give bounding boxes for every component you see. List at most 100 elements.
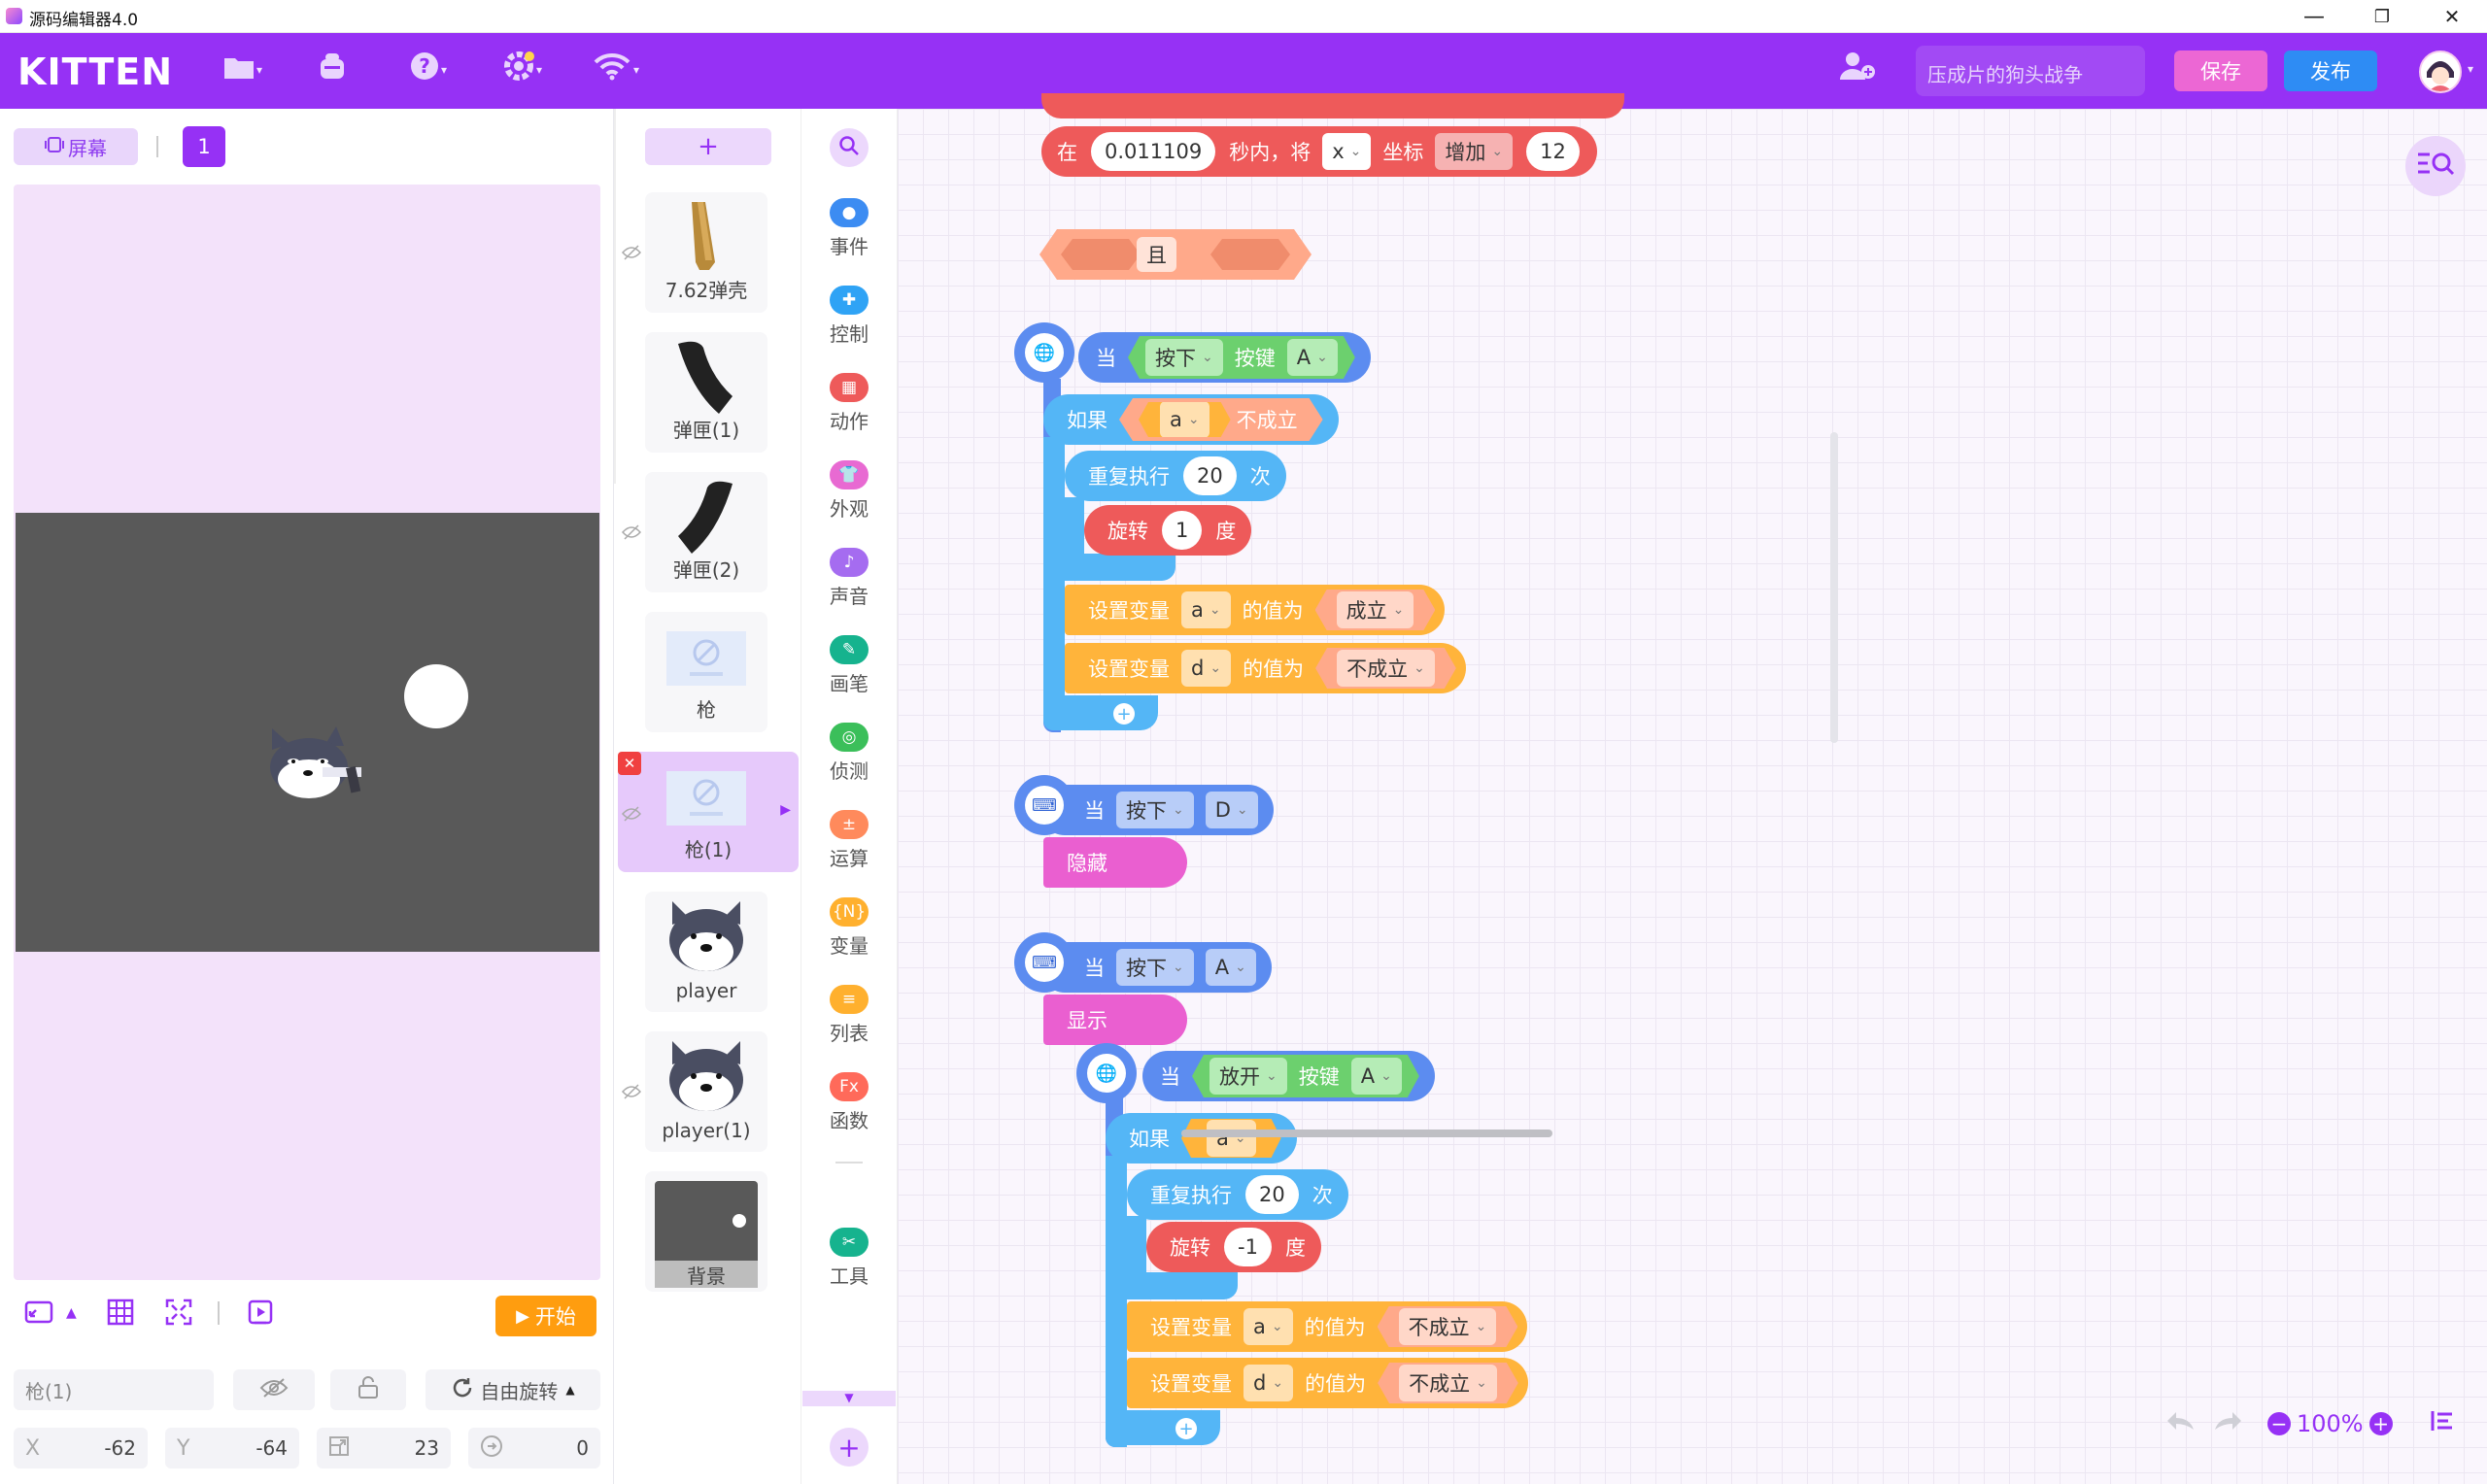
screen-number[interactable]: 1 xyxy=(183,126,225,167)
find-block-button[interactable] xyxy=(2405,136,2466,196)
category-item[interactable]: ▦动作 xyxy=(801,373,898,434)
avatar[interactable] xyxy=(2419,51,2462,93)
rotate-block[interactable]: 旋转 -1 度 xyxy=(1146,1222,1321,1272)
category-item[interactable]: ●事件 xyxy=(801,198,898,259)
small-stage-button[interactable] xyxy=(21,1299,56,1331)
hide-block[interactable]: 隐藏 xyxy=(1043,837,1187,888)
horizontal-scrollbar[interactable] xyxy=(1181,1130,1552,1137)
sprite-item-selected[interactable]: 枪(1) ▶ xyxy=(618,752,799,872)
press-dropdown[interactable]: 按下 xyxy=(1116,792,1194,828)
add-extension-button[interactable]: + xyxy=(830,1428,869,1467)
sprite-item[interactable]: 弹匣(2) xyxy=(645,472,767,592)
sprite-item[interactable]: player xyxy=(645,892,767,1012)
sprite-item[interactable]: 7.62弹壳 xyxy=(645,192,767,313)
press-dropdown[interactable]: 按下 xyxy=(1116,949,1194,986)
file-menu[interactable]: ▾ xyxy=(223,52,262,87)
category-item[interactable]: {N}变量 xyxy=(801,897,898,959)
zoom-in-icon[interactable]: + xyxy=(2368,1412,2393,1435)
start-button[interactable]: ▶ 开始 xyxy=(495,1296,596,1336)
add-collaborator-button[interactable] xyxy=(1838,52,1877,87)
show-block[interactable]: 显示 xyxy=(1043,995,1187,1045)
record-button[interactable] xyxy=(243,1299,278,1331)
boolean-dropdown[interactable]: 不成立 xyxy=(1399,1308,1497,1345)
set-variable-block[interactable]: 设置变量 d 的值为 不成立 xyxy=(1065,643,1466,693)
rotate-block[interactable]: 旋转 1 度 xyxy=(1084,505,1252,556)
degrees-input[interactable]: 1 xyxy=(1162,511,1203,550)
key-dropdown[interactable]: A xyxy=(1287,339,1338,376)
if-block[interactable]: 如果 a 不成立 xyxy=(1043,394,1339,445)
amount-input[interactable]: 12 xyxy=(1526,132,1580,171)
category-item[interactable]: ±运算 xyxy=(801,810,898,871)
category-item[interactable]: ◎侦测 xyxy=(801,723,898,784)
variable-dropdown[interactable]: a xyxy=(1244,1308,1293,1345)
restore-button[interactable]: ❐ xyxy=(2373,6,2391,27)
boolean-reporter[interactable]: 不成立 xyxy=(1315,648,1456,689)
category-item[interactable]: ≡列表 xyxy=(801,985,898,1046)
when-key-event-block[interactable]: 当 按下 按键 A xyxy=(1078,332,1371,383)
seconds-input[interactable]: 0.011109 xyxy=(1091,132,1216,171)
category-item[interactable]: ♪声音 xyxy=(801,548,898,609)
boolean-reporter[interactable]: 不成立 xyxy=(1378,1363,1518,1403)
collapse-categories-button[interactable]: ▼ xyxy=(802,1391,896,1406)
when-key-event-block[interactable]: 当 按下 A xyxy=(1039,942,1272,993)
variable-dropdown[interactable]: a xyxy=(1181,591,1231,628)
size-field[interactable]: 23 xyxy=(317,1428,451,1468)
screen-button[interactable]: 屏幕 xyxy=(14,128,138,165)
variable-dropdown[interactable]: a xyxy=(1207,1120,1256,1157)
account-menu-caret[interactable]: ▾ xyxy=(2468,62,2474,76)
robot-button[interactable] xyxy=(317,52,348,87)
stage-sprite-player[interactable] xyxy=(264,719,367,802)
visibility-toggle[interactable] xyxy=(233,1369,315,1410)
sprite-item[interactable]: 弹匣(1) xyxy=(645,332,767,453)
repeat-count-input[interactable]: 20 xyxy=(1183,456,1237,495)
glide-change-coordinate-block[interactable]: 在 0.011109 秒内，将 x 坐标 增加 12 xyxy=(1041,126,1597,177)
project-name-input[interactable]: 压成片的狗头战争 xyxy=(1916,46,2145,96)
variable-dropdown[interactable]: d xyxy=(1181,650,1232,687)
variable-dropdown[interactable]: a xyxy=(1160,401,1209,438)
boolean-reporter[interactable]: 成立 xyxy=(1315,590,1436,630)
search-blocks-button[interactable] xyxy=(830,128,869,167)
stage-size-caret[interactable]: ▲ xyxy=(66,1305,77,1321)
key-dropdown[interactable]: A xyxy=(1351,1058,1402,1095)
add-block-icon[interactable]: + xyxy=(1175,1418,1197,1439)
variable-reporter[interactable]: a xyxy=(1181,1119,1281,1158)
help-menu[interactable]: ? ▾ xyxy=(410,52,447,87)
operation-dropdown[interactable]: 增加 xyxy=(1435,133,1514,170)
settings-menu[interactable]: ▾ xyxy=(503,51,542,87)
boolean-dropdown[interactable]: 不成立 xyxy=(1399,1365,1497,1401)
when-key-event-block[interactable]: 当 按下 D xyxy=(1039,785,1274,835)
delete-sprite-button[interactable]: ✕ xyxy=(618,752,641,775)
sprite-item[interactable]: 枪 xyxy=(645,612,767,732)
key-dropdown[interactable]: D xyxy=(1205,792,1258,828)
if-block[interactable]: 如果 a xyxy=(1106,1113,1297,1164)
x-field[interactable]: X -62 xyxy=(14,1428,148,1468)
grid-toggle-button[interactable] xyxy=(103,1298,138,1331)
set-variable-block[interactable]: 设置变量 d 的值为 不成立 xyxy=(1127,1358,1528,1408)
chevron-right-icon[interactable]: ▶ xyxy=(780,802,791,818)
variable-reporter[interactable]: a xyxy=(1139,402,1231,437)
category-item[interactable]: 👕外观 xyxy=(801,460,898,522)
not-condition-block[interactable]: a 不成立 xyxy=(1119,398,1323,441)
eye-hidden-icon[interactable] xyxy=(621,245,642,265)
set-variable-block[interactable]: 设置变量 a 的值为 不成立 xyxy=(1127,1301,1528,1352)
rotation-mode-select[interactable]: 自由旋转 ▲ xyxy=(426,1369,600,1410)
boolean-reporter[interactable]: 不成立 xyxy=(1378,1306,1518,1347)
stage-canvas[interactable] xyxy=(16,513,599,952)
key-condition-block[interactable]: 按下 按键 A xyxy=(1128,336,1355,379)
eye-hidden-icon[interactable] xyxy=(621,1084,642,1104)
boolean-dropdown[interactable]: 成立 xyxy=(1337,591,1414,628)
save-button[interactable]: 保存 xyxy=(2174,51,2267,91)
backdrop-item[interactable]: 背景 xyxy=(645,1171,767,1292)
boolean-dropdown[interactable]: 不成立 xyxy=(1337,650,1435,687)
key-condition-block[interactable]: 放开 按键 A xyxy=(1192,1055,1419,1097)
fullscreen-button[interactable] xyxy=(161,1298,196,1331)
repeat-count-input[interactable]: 20 xyxy=(1245,1175,1299,1214)
align-icon[interactable] xyxy=(2430,1409,2455,1438)
publish-button[interactable]: 发布 xyxy=(2284,51,2377,91)
category-item[interactable]: ✎画笔 xyxy=(801,635,898,696)
repeat-block[interactable]: 重复执行 20 次 xyxy=(1065,451,1286,501)
repeat-block[interactable]: 重复执行 20 次 xyxy=(1127,1169,1348,1220)
press-dropdown[interactable]: 按下 xyxy=(1145,339,1223,376)
vertical-scrollbar[interactable] xyxy=(1830,432,1838,743)
